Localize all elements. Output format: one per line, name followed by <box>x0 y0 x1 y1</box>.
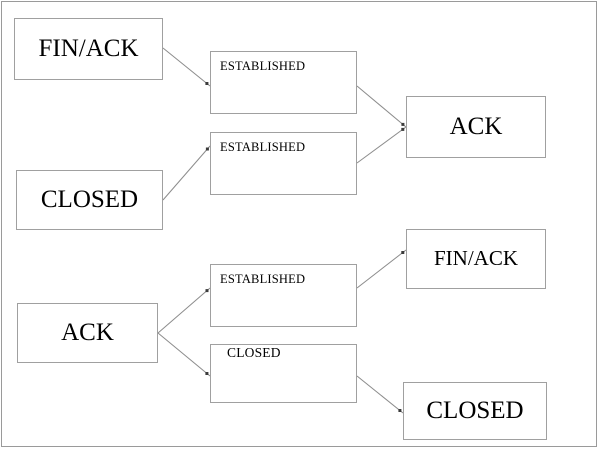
connector-e1 <box>162 47 211 87</box>
connector-e8 <box>356 375 404 414</box>
connector-e3 <box>356 85 407 128</box>
connector-e7 <box>356 249 407 289</box>
connector-endpoint-e4 <box>401 127 405 131</box>
connector-e6 <box>157 332 211 377</box>
connector-endpoint-e5 <box>205 289 209 293</box>
connector-e4 <box>356 126 407 164</box>
node-n2[interactable]: ESTABLISHED <box>210 51 357 114</box>
connector-endpoint-e2 <box>205 147 209 151</box>
node-n7[interactable]: ESTABLISHED <box>210 264 357 327</box>
node-label: ESTABLISHED <box>220 272 306 286</box>
connector-e5 <box>157 287 211 334</box>
node-n6[interactable]: ACK <box>17 303 158 363</box>
node-label: ESTABLISHED <box>220 140 306 154</box>
node-label: ACK <box>61 319 114 346</box>
node-n8[interactable]: CLOSED <box>210 344 357 403</box>
node-label: ESTABLISHED <box>220 59 306 73</box>
node-label: ACK <box>449 113 503 140</box>
node-n5[interactable]: CLOSED <box>16 170 163 230</box>
node-label: CLOSED <box>40 186 139 213</box>
node-label: FIN/ACK <box>38 35 139 62</box>
connector-e2 <box>162 145 211 201</box>
node-n1[interactable]: FIN/ACK <box>14 18 163 80</box>
connector-endpoint-e1 <box>205 82 209 85</box>
node-label: FIN/ACK <box>433 246 518 271</box>
node-n4[interactable]: ACK <box>406 96 546 158</box>
node-n9[interactable]: FIN/ACK <box>406 229 546 289</box>
connector-endpoint-e7 <box>401 251 405 254</box>
node-label: CLOSED <box>227 345 281 360</box>
connector-endpoint-e3 <box>401 122 405 126</box>
node-label: CLOSED <box>426 397 524 424</box>
connector-endpoint-e6 <box>205 372 209 375</box>
node-n3[interactable]: ESTABLISHED <box>210 132 357 195</box>
node-n10[interactable]: CLOSED <box>403 382 547 440</box>
connector-endpoint-e8 <box>398 409 402 412</box>
